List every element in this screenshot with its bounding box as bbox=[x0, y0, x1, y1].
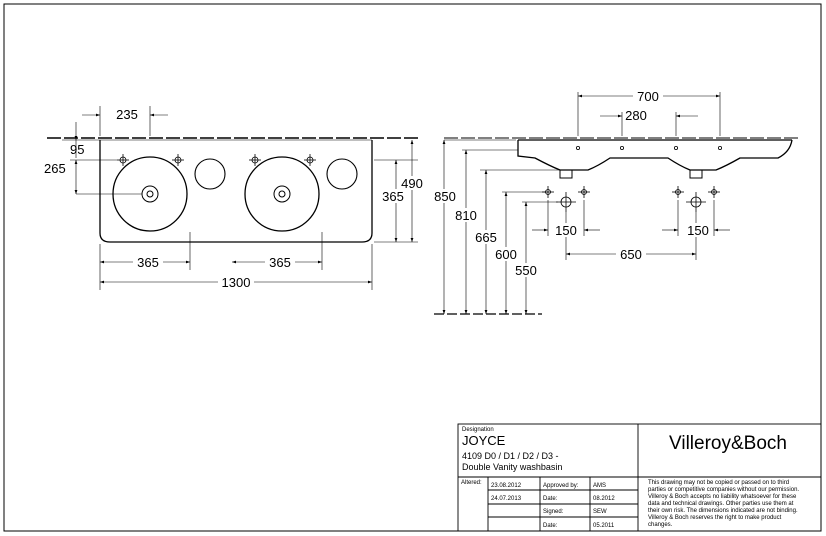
disclaimer-line: data and technical drawings. Other parti… bbox=[648, 501, 794, 507]
disclaimer-line: changes. bbox=[648, 522, 673, 528]
disclaimer-line: parties or competitive companies without… bbox=[648, 487, 799, 493]
basin-outline bbox=[99, 140, 373, 243]
tap-holes bbox=[117, 154, 316, 166]
dim-665: 665 bbox=[475, 230, 497, 245]
signed-value: SEW bbox=[593, 509, 607, 515]
dim-150-left: 150 bbox=[555, 223, 577, 238]
bowl-right bbox=[244, 156, 320, 232]
dim-700: 700 bbox=[637, 89, 659, 104]
disclaimer-line: Villeroy & Boch accepts no liability wha… bbox=[648, 494, 797, 500]
altered-date-1: 23.08.2012 bbox=[491, 483, 522, 489]
soap-circle-right bbox=[326, 158, 358, 190]
soap-circle-left bbox=[194, 158, 226, 190]
approved-label: Approved by: bbox=[543, 483, 579, 489]
signed-label: Signed: bbox=[543, 509, 564, 515]
dim-265: 265 bbox=[44, 161, 66, 176]
title-block: Designation JOYCE 4109 D0 / D1 / D2 / D3… bbox=[457, 423, 822, 532]
product-description: Double Vanity washbasin bbox=[462, 462, 562, 472]
dim-365-right: 365 bbox=[269, 255, 291, 270]
date-label-1: Date: bbox=[543, 496, 558, 502]
dim-235: 235 bbox=[116, 107, 138, 122]
disclaimer-line: This drawing may not be copied or passed… bbox=[648, 480, 789, 486]
dim-365-left: 365 bbox=[137, 255, 159, 270]
date-value-1: 08.2012 bbox=[593, 496, 615, 502]
product-code: 4109 D0 / D1 / D2 / D3 - bbox=[462, 451, 559, 461]
date-value-2: 05.2011 bbox=[593, 523, 615, 529]
dim-280: 280 bbox=[625, 108, 647, 123]
date-label-2: Date: bbox=[543, 523, 558, 529]
front-view bbox=[47, 106, 418, 290]
dim-550: 550 bbox=[515, 263, 537, 278]
disclaimer-line: Villeroy & Boch reserves the right to ma… bbox=[648, 515, 782, 521]
brand-name: Villeroy&Boch bbox=[669, 433, 787, 454]
approved-value: AMS bbox=[593, 483, 606, 489]
dim-365-height: 365 bbox=[382, 189, 404, 204]
altered-date-2: 24.07.2013 bbox=[491, 496, 522, 502]
dim-95: 95 bbox=[70, 142, 84, 157]
product-name: JOYCE bbox=[462, 433, 506, 448]
designation-label: Designation bbox=[462, 427, 494, 433]
basin-profile bbox=[517, 139, 793, 171]
dim-850: 850 bbox=[434, 189, 456, 204]
dim-810: 810 bbox=[455, 208, 477, 223]
side-view bbox=[434, 92, 800, 315]
disclaimer-line: their own risk. The dimensions indicated… bbox=[648, 508, 798, 514]
altered-label: Altered: bbox=[461, 480, 482, 486]
dim-650: 650 bbox=[620, 247, 642, 262]
dim-490: 490 bbox=[401, 176, 423, 191]
drawing-frame bbox=[3, 3, 822, 532]
dim-600: 600 bbox=[495, 247, 517, 262]
dim-150-right: 150 bbox=[687, 223, 709, 238]
dim-1300: 1300 bbox=[222, 275, 251, 290]
